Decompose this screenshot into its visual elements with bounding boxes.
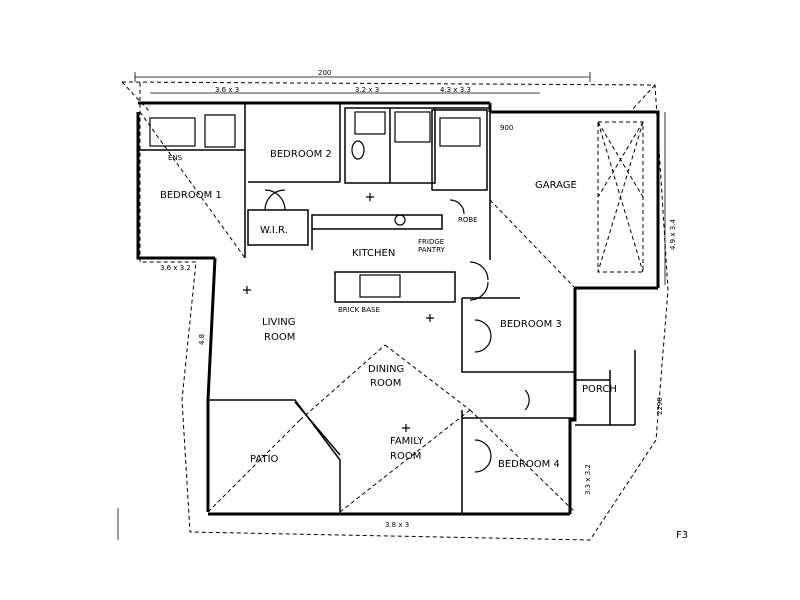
label-patio: PATIO bbox=[250, 454, 279, 465]
label-bedroom-4: BEDROOM 4 bbox=[498, 459, 560, 470]
label-pantry: PANTRY bbox=[418, 246, 445, 254]
dim-right-garage: 4.9 x 3.4 bbox=[669, 219, 677, 250]
smoke-detector-icons bbox=[243, 193, 434, 432]
roof-outline bbox=[121, 81, 669, 541]
dim-bottom: 3.8 x 3 bbox=[385, 521, 409, 529]
dim-top-seg1: 3.6 x 3 bbox=[215, 86, 239, 94]
label-garage: GARAGE bbox=[535, 180, 577, 191]
note-bench: BRICK BASE bbox=[338, 306, 380, 314]
dim-top-seg3: 4.3 x 3.3 bbox=[440, 86, 471, 94]
door-swings bbox=[264, 189, 530, 473]
label-family-2: ROOM bbox=[390, 451, 421, 462]
label-dining-2: ROOM bbox=[370, 378, 401, 389]
exterior-walls bbox=[136, 101, 660, 516]
dim-top-seg2: 3.2 x 3 bbox=[355, 86, 379, 94]
ceiling-hip-lines bbox=[139, 111, 644, 513]
dimension-labels: 200 3.6 x 3 3.2 x 3 4.3 x 3.3 3.6 x 3.2 … bbox=[160, 69, 688, 541]
note-fridge: FRIDGE bbox=[418, 238, 444, 246]
label-living-1: LIVING bbox=[262, 317, 296, 328]
bathroom-fixtures bbox=[149, 111, 481, 298]
dim-bed1-under: 3.6 x 3.2 bbox=[160, 264, 191, 272]
label-family-1: FAMILY bbox=[390, 436, 424, 447]
label-living-2: ROOM bbox=[264, 332, 295, 343]
interior-walls bbox=[138, 103, 575, 514]
label-bedroom-2: BEDROOM 2 bbox=[270, 149, 332, 160]
top-dimension-lines bbox=[134, 72, 666, 285]
label-wir: W.I.R. bbox=[260, 225, 288, 236]
dim-garage-side: 900 bbox=[500, 124, 513, 132]
label-robe: ROBE bbox=[458, 216, 478, 224]
label-bedroom-3: BEDROOM 3 bbox=[500, 319, 562, 330]
dim-lower-right: 3.3 x 3.2 bbox=[584, 464, 592, 495]
label-ensuite: ENS bbox=[168, 154, 183, 162]
room-labels: BEDROOM 1 BEDROOM 2 ENS W.I.R. KITCHEN L… bbox=[160, 149, 617, 470]
dim-top-overall: 200 bbox=[318, 69, 331, 77]
dim-right-porch: 2290 bbox=[656, 397, 664, 415]
page-mark: F3 bbox=[676, 530, 688, 541]
label-porch: PORCH bbox=[582, 384, 617, 395]
label-dining-1: DINING bbox=[368, 364, 404, 375]
label-kitchen: KITCHEN bbox=[352, 248, 395, 259]
dim-living-side: 4.8 bbox=[198, 334, 206, 345]
label-bedroom-1: BEDROOM 1 bbox=[160, 190, 222, 201]
